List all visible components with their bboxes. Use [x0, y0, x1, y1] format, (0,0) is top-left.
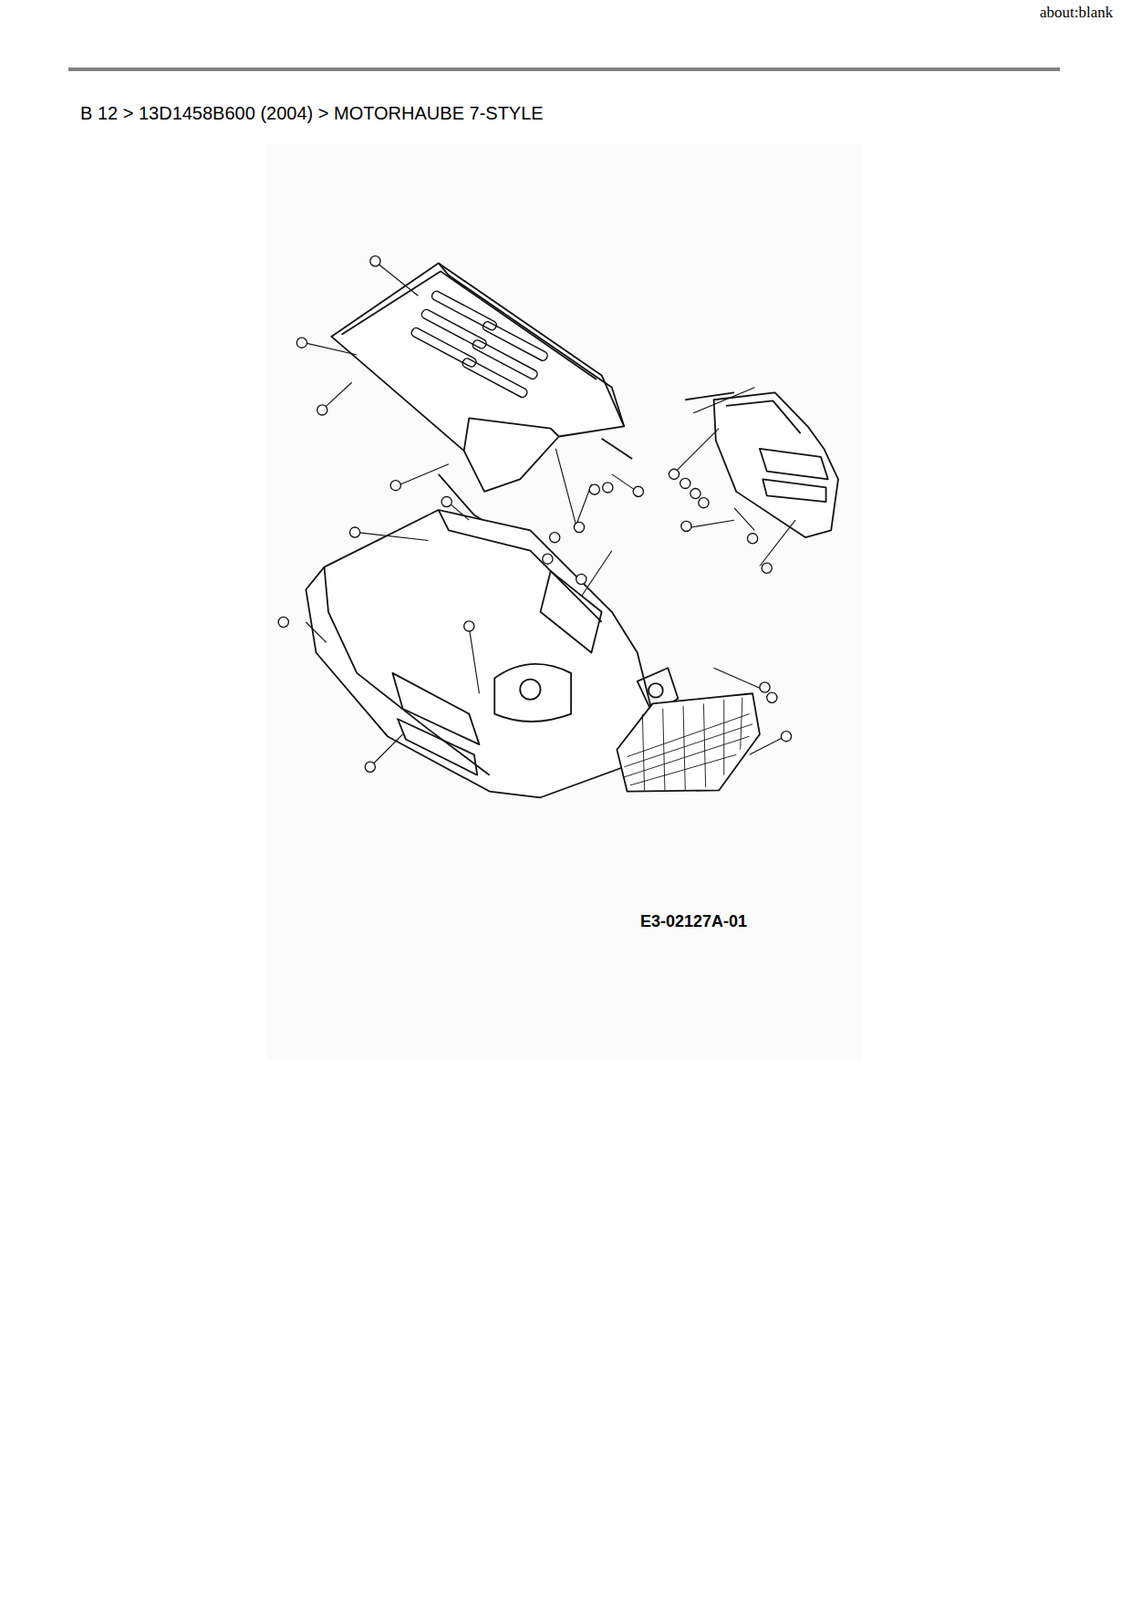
drawing-number: E3-02127A-01: [640, 912, 748, 932]
browser-url: about:blank: [1039, 3, 1113, 22]
illustration-ground: [267, 143, 862, 1061]
header-rule: [68, 67, 1060, 72]
breadcrumb-title: B 12 > 13D1458B600 (2004) > MOTORHAUBE 7…: [80, 103, 544, 125]
hood-drawing: [278, 256, 839, 799]
